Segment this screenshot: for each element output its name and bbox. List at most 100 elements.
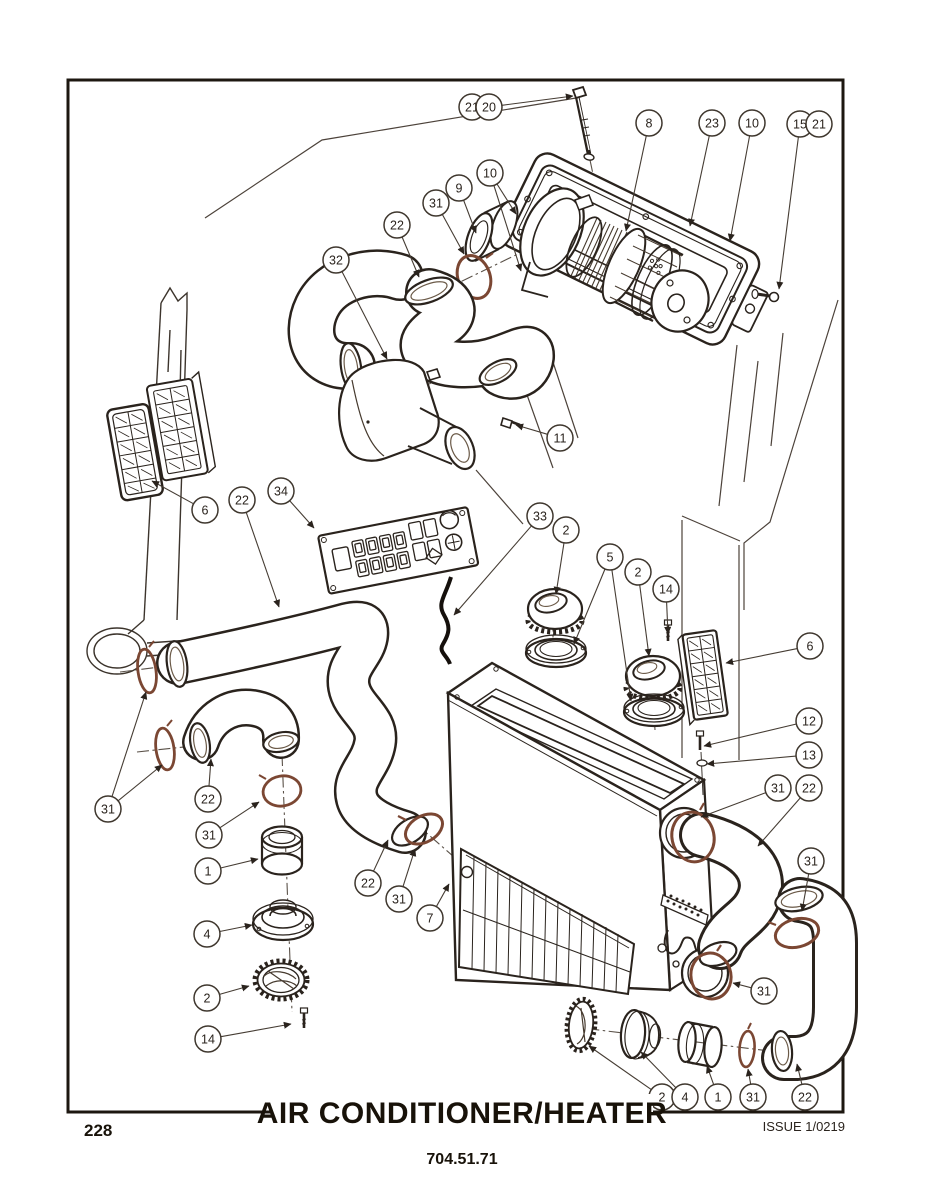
- callout-number-31: 31: [429, 196, 443, 210]
- callout-number-31: 31: [101, 802, 115, 816]
- page-number: 228: [84, 1121, 112, 1140]
- left-vent-rear-panel: [145, 370, 217, 482]
- vent-bezel-right: [622, 693, 686, 728]
- callout-number-2: 2: [635, 565, 642, 579]
- callout-number-1: 1: [715, 1090, 722, 1104]
- callout-leader-1: [706, 1065, 715, 1085]
- callout-balloon-22: [228, 486, 256, 514]
- callout-balloon-14: [194, 1025, 222, 1053]
- callout-leader-31: [402, 848, 417, 887]
- issue-label: ISSUE 1/0219: [763, 1119, 845, 1134]
- control-panel: [317, 506, 480, 595]
- bottom-clamp: [738, 1022, 756, 1069]
- callout-number-34: 34: [274, 484, 288, 498]
- callout-number-11: 11: [554, 431, 567, 445]
- callout-leader-13: [706, 755, 797, 767]
- callout-balloon-31: [797, 847, 825, 875]
- callout-leader-31: [117, 764, 163, 802]
- hose-clamps-left: [136, 640, 444, 846]
- callout-number-14: 14: [659, 582, 673, 596]
- wiring-loom: [439, 576, 453, 665]
- callout-leader-22: [401, 236, 420, 278]
- callout-leader-2: [639, 584, 652, 657]
- callout-number-2: 2: [659, 1090, 666, 1104]
- callout-balloon-1: [194, 857, 222, 885]
- callout-balloon-31: [94, 795, 122, 823]
- callout-leader-31: [111, 691, 148, 797]
- callout-leader-5: [573, 568, 606, 645]
- callout-number-23: 23: [705, 116, 719, 130]
- callout-leader-31: [745, 1068, 753, 1085]
- callout-number-13: 13: [802, 748, 816, 762]
- callout-leader-5: [611, 569, 634, 702]
- callout-number-22: 22: [390, 218, 404, 232]
- callout-leader-31: [441, 214, 465, 255]
- callout-balloon-4: [671, 1083, 699, 1111]
- callout-leader-6: [725, 648, 798, 666]
- bottom-rotary-vent: [564, 996, 598, 1054]
- callout-number-5: 5: [607, 550, 614, 564]
- collar-foot: [520, 261, 549, 298]
- callout-balloon-14: [652, 575, 680, 603]
- callout-leader-31: [732, 981, 752, 989]
- rotary-knob: [439, 509, 460, 530]
- callout-leader-22: [373, 839, 389, 872]
- callout-leader-2: [219, 984, 250, 995]
- vent-sleeve: [260, 825, 304, 876]
- callout-leader-22: [245, 512, 280, 608]
- callout-number-2: 2: [563, 523, 570, 537]
- figure-title: AIR CONDITIONER/HEATER: [257, 1097, 667, 1130]
- callout-leader-20: [501, 93, 574, 106]
- callout-leader-7: [435, 883, 450, 907]
- document-number: 704.51.71: [426, 1151, 497, 1168]
- callout-number-15: 15: [793, 117, 807, 131]
- callout-leader-22: [206, 758, 214, 787]
- callout-leader-10: [727, 135, 751, 242]
- callout-leader-1: [220, 857, 259, 869]
- callout-balloon-31: [750, 977, 778, 1005]
- collar-strap-tab: [574, 194, 594, 211]
- retainer-clip: [425, 368, 442, 381]
- callout-balloon-22: [795, 774, 823, 802]
- callout-number-20: 20: [482, 100, 496, 114]
- callout-leader-9: [463, 200, 477, 234]
- callout-balloon-22: [194, 785, 222, 813]
- callout-leader-15: [776, 136, 799, 290]
- callout-number-7: 7: [427, 911, 434, 925]
- vent-bezel-stack: [251, 899, 315, 942]
- hose-opening: [478, 358, 518, 386]
- screw-and-washer: [695, 730, 708, 796]
- callout-balloon-21: [805, 110, 833, 138]
- washer: [696, 759, 708, 767]
- callout-balloon-31: [422, 189, 450, 217]
- rocker-switches: [351, 531, 411, 578]
- callout-balloon-13: [795, 741, 823, 769]
- callout-number-31: 31: [757, 984, 771, 998]
- callout-number-31: 31: [771, 781, 785, 795]
- callout-leader-10: [493, 185, 523, 272]
- hose-clamps-right: [670, 802, 821, 1001]
- vent-screw-bl: [299, 1007, 309, 1028]
- callout-leader-12: [703, 723, 797, 748]
- panel-recess: [331, 546, 353, 572]
- callout-balloon-31: [385, 885, 413, 913]
- blower-motor: [519, 187, 710, 333]
- fan-dial: [444, 533, 463, 552]
- frame-screw: [751, 288, 780, 303]
- callout-number-6: 6: [202, 503, 209, 517]
- callout-balloon-12: [795, 707, 823, 735]
- callout-leader-14: [220, 1021, 292, 1038]
- callout-leader-34: [289, 500, 315, 529]
- callout-leader-23: [688, 135, 710, 227]
- rotary-vent: [252, 958, 310, 1002]
- callout-balloon-11: [546, 424, 574, 452]
- callout-number-21: 21: [812, 117, 826, 131]
- funnel-adapter: [337, 358, 476, 471]
- callout-leader-8: [624, 135, 647, 232]
- callout-leader-2: [588, 1045, 652, 1091]
- callout-leader-33: [453, 525, 532, 616]
- callout-balloon-31: [764, 774, 792, 802]
- callout-balloon-5: [596, 543, 624, 571]
- callout-number-14: 14: [201, 1032, 215, 1046]
